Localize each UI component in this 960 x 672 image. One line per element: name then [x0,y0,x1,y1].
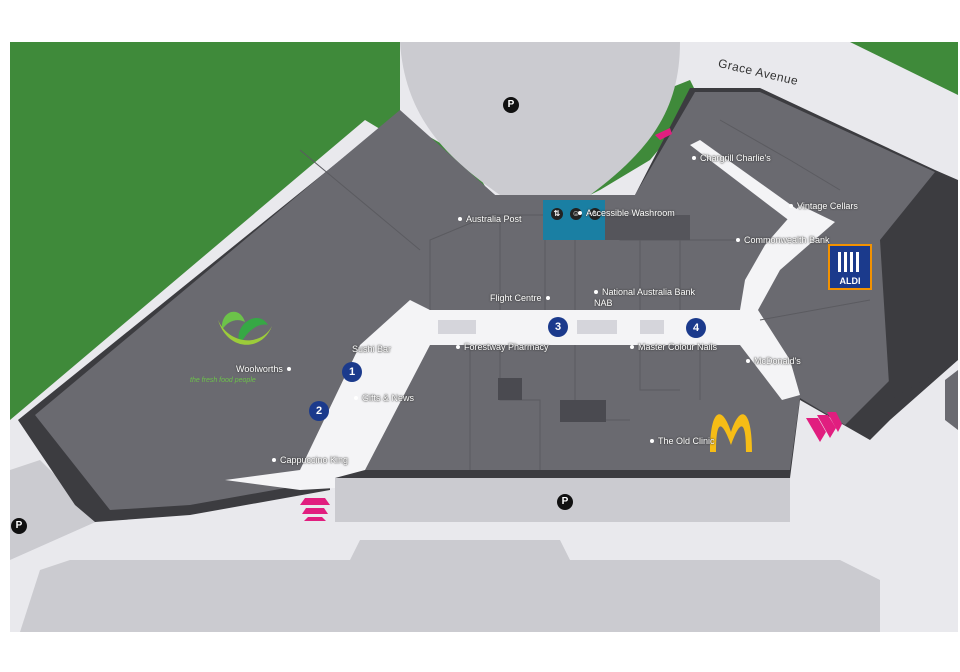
store-pharmacy[interactable]: Forestway Pharmacy [456,342,549,353]
interior-block-c [600,215,690,240]
grass-west [10,42,490,420]
store-colour-nails[interactable]: Master Colour Nails [630,342,717,353]
store-nab[interactable]: National Australia Bank NAB [594,287,714,309]
store-label: The Old Clinic [658,436,715,446]
store-flight-centre[interactable]: Flight Centre [490,293,550,304]
store-label: Accessible Washroom [586,208,675,218]
seating-block-3 [640,320,664,334]
store-label: Gifts & News [362,393,415,403]
store-vintage-cellars[interactable]: Vintage Cellars [789,201,858,212]
store-label: Australia Post [466,214,522,224]
store-label: National Australia Bank NAB [594,287,696,308]
store-accessible-washroom[interactable]: Accessible Washroom [578,208,675,219]
lift-icon: ⇅ [551,208,563,220]
washroom-area [543,200,605,240]
mcdonalds-logo-icon [710,414,752,452]
entrance-marker-south [300,498,330,521]
aldi-logo-text: ALDI [839,276,861,286]
woolworths-tagline: the fresh food people [190,377,256,384]
store-sushi-bar[interactable]: Sushi Bar [352,344,391,355]
entrance-marker-east [806,412,842,442]
toilet-icon: ☺ [570,208,582,220]
store-label: Chargrill Charlie's [700,153,771,163]
marker-1: 1 [342,362,362,382]
store-chargrill-charlies[interactable]: Chargrill Charlie's [692,153,771,164]
store-label: Master Colour Nails [638,342,718,352]
grass-northeast [850,42,958,95]
store-label: Commonwealth Bank [744,235,830,245]
mall-walkway [225,205,835,490]
parking-icon: P [503,97,519,113]
building-main [35,92,945,510]
store-woolworths[interactable]: Woolworths [236,364,291,375]
seating-block-2 [577,320,617,334]
woolworths-logo-icon [218,311,272,345]
interior-block-b [560,400,606,422]
car-park-north [400,42,680,195]
store-commonwealth-bank[interactable]: Commonwealth Bank [736,235,830,246]
road-west [10,460,100,560]
seating-block-1 [438,320,476,334]
marker-2: 2 [309,401,329,421]
interior-block-a [498,378,522,400]
store-the-old-clinic[interactable]: The Old Clinic [650,436,715,447]
entrance-marker-north [655,128,672,140]
marker-4: 4 [686,318,706,338]
aldi-logo: ALDI [828,244,872,290]
parking-icon: P [557,494,573,510]
store-label: Vintage Cellars [797,201,858,211]
aldi-stripes-icon [838,252,862,272]
store-australia-post[interactable]: Australia Post [458,214,522,225]
store-gifts-news[interactable]: Gifts & News [354,393,414,404]
building-east-edge [880,172,958,400]
store-label: Flight Centre [490,293,542,303]
store-mcdonalds[interactable]: McDonald's [746,356,801,367]
store-label: Cappuccino King [280,455,349,465]
marker-3: 3 [548,317,568,337]
store-label: Sushi Bar [352,344,392,354]
store-cappuccino-king[interactable]: Cappuccino King [272,455,348,466]
car-park-south-lower [20,540,880,632]
store-label: Woolworths [236,364,283,374]
parking-icon: P [11,518,27,534]
store-label: McDonald's [754,356,801,366]
walkway-north [690,140,805,225]
building-far-east [945,370,958,430]
store-label: Forestway Pharmacy [464,342,549,352]
accessible-icon: ♿ [589,208,601,220]
